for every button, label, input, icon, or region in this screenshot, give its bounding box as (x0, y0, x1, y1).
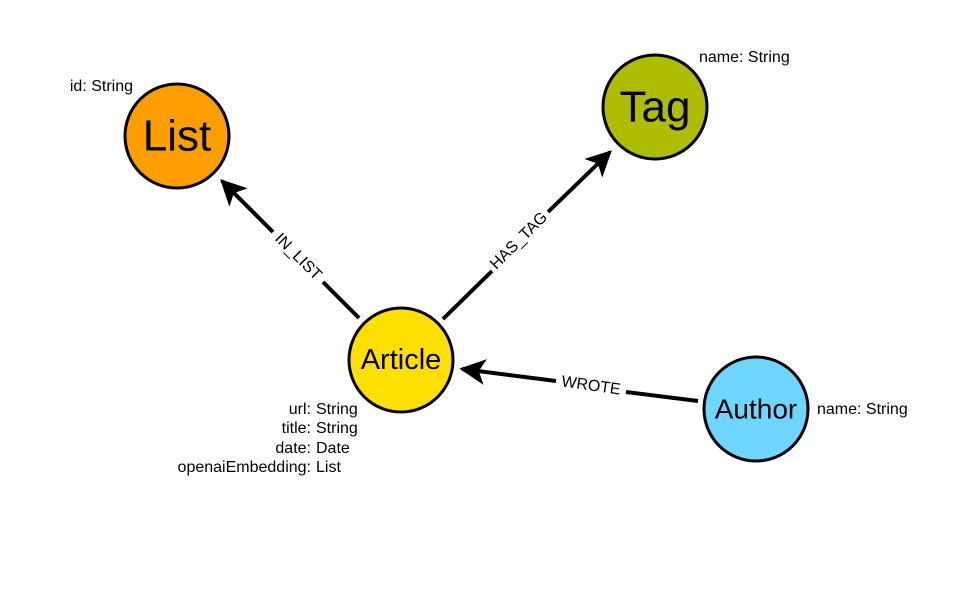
node-author-circle (702, 355, 810, 463)
node-tag-circle (601, 53, 709, 161)
tag-prop-name-key: name (699, 49, 739, 66)
node-author[interactable]: Author (702, 355, 810, 463)
list-properties: id: String (70, 78, 133, 95)
node-list-circle (123, 82, 231, 190)
edge-wrote-line-end (459, 359, 557, 385)
article-prop-embedding-key: openaiEmbedding (178, 459, 307, 476)
edge-wrote-line-start (625, 390, 699, 403)
article-prop-date-key: date (275, 440, 306, 457)
edge-in-list-line-start (321, 280, 361, 320)
edge-in-list-label: IN_LIST (271, 230, 325, 284)
author-properties: name: String (817, 401, 908, 418)
node-tag[interactable]: Tag (601, 53, 709, 161)
article-prop-url-type: String (316, 401, 358, 418)
node-article-label: Article (361, 344, 442, 376)
node-tag-label: Tag (620, 83, 691, 132)
edge-has-tag[interactable]: HAS_TAG (441, 150, 612, 321)
article-prop-title: title: (282, 420, 311, 437)
article-prop-title-key: title (282, 420, 307, 437)
list-prop-id-key: id (70, 78, 82, 95)
node-list[interactable]: List (123, 82, 231, 190)
node-author-label: Author (715, 394, 798, 425)
article-properties: url: String title: String date: Date ope… (178, 401, 358, 476)
article-prop-url-key: url (289, 401, 307, 418)
edge-wrote-label: WROTE (560, 373, 621, 398)
node-list-label: List (143, 112, 211, 161)
article-prop-url: url: (289, 401, 311, 418)
tag-prop-name-type: String (748, 49, 790, 66)
article-prop-date: date: (275, 440, 311, 457)
article-prop-embedding: openaiEmbedding: (178, 459, 311, 476)
edge-in-list-line-end (220, 179, 275, 234)
node-article-circle (347, 306, 455, 414)
edge-in-list[interactable]: IN_LIST (220, 179, 361, 320)
article-prop-embedding-type: List (316, 459, 341, 476)
tag-properties: name: String (699, 49, 790, 66)
edge-has-tag-line-start (441, 269, 494, 321)
edge-wrote[interactable]: WROTE (459, 359, 699, 403)
author-prop-name-type: String (866, 401, 908, 418)
edge-has-tag-label: HAS_TAG (487, 209, 551, 273)
list-prop-id-type: String (91, 78, 133, 95)
author-prop-name-key: name (817, 401, 857, 418)
article-prop-title-type: String (316, 420, 358, 437)
node-article[interactable]: Article (347, 306, 455, 414)
article-prop-date-type: Date (316, 440, 350, 457)
edge-has-tag-line-end (546, 150, 612, 214)
